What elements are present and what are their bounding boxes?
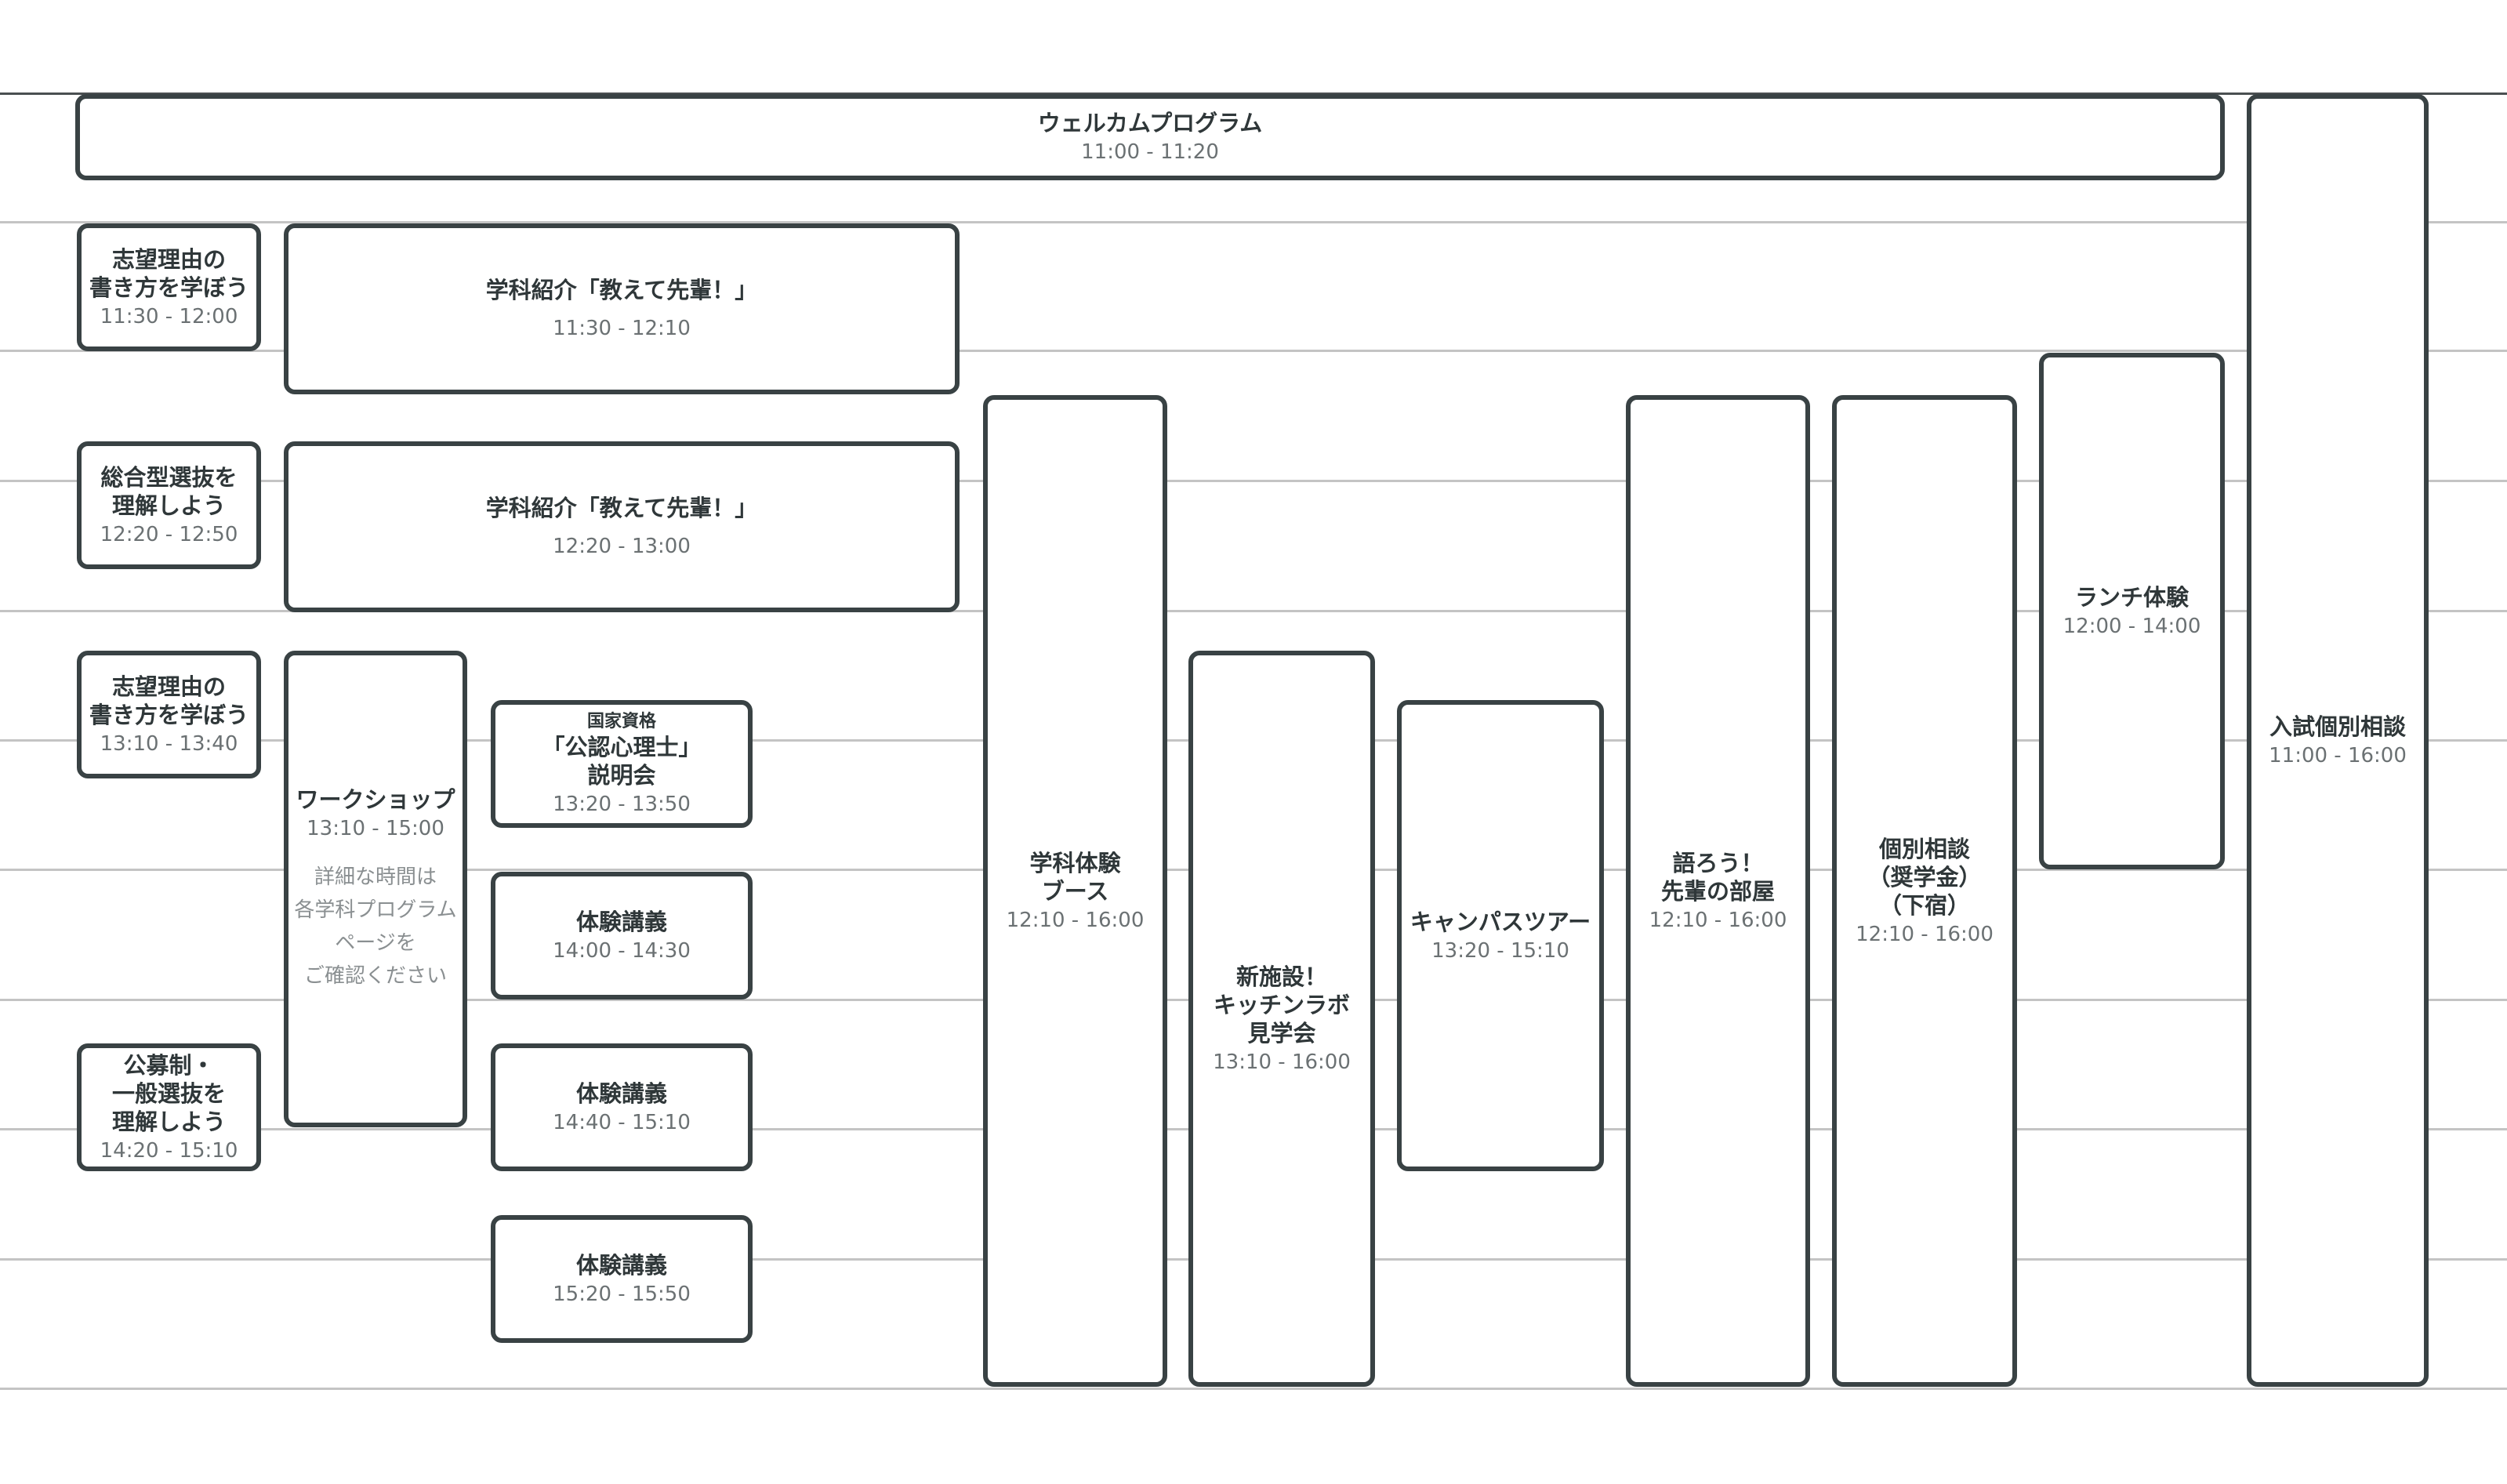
- event-title: 志望理由の 書き方を学ぼう: [89, 673, 249, 728]
- event-title: 語ろう！ 先輩の部屋: [1660, 849, 1775, 905]
- event-time: 11:30 - 12:00: [100, 304, 238, 328]
- event-title: 体験講義: [575, 1079, 667, 1107]
- event-time: 11:00 - 11:20: [1081, 140, 1219, 164]
- event-gakka-shoukai-1[interactable]: 学科紹介「教えて先輩！」 11:30 - 12:10: [284, 223, 960, 394]
- event-title: ランチ体験: [2074, 583, 2189, 611]
- event-title: 志望理由の 書き方を学ぼう: [89, 245, 249, 301]
- event-time: 12:20 - 12:50: [100, 522, 238, 546]
- event-time: 12:10 - 16:00: [1856, 922, 1994, 946]
- event-shibou-riyuu-2[interactable]: 志望理由の 書き方を学ぼう 13:10 - 13:40: [77, 651, 261, 778]
- event-taiken-kougi-2[interactable]: 体験講義 14:40 - 15:10: [491, 1043, 753, 1171]
- grid-line: [0, 610, 2507, 612]
- event-time: 15:20 - 15:50: [553, 1282, 691, 1306]
- event-time: 14:20 - 15:10: [100, 1138, 238, 1163]
- event-title: 公募制・ 一般選抜を 理解しよう: [111, 1051, 226, 1135]
- event-gakka-taiken-booth[interactable]: 学科体験 ブース 12:10 - 16:00: [983, 395, 1167, 1387]
- event-title: 個別相談 （奨学金） （下宿）: [1867, 835, 1982, 919]
- event-title: 入試個別相談: [2269, 713, 2406, 740]
- event-time: 13:20 - 13:50: [553, 792, 691, 816]
- event-title: 体験講義: [575, 908, 667, 935]
- event-welcome-program[interactable]: ウェルカムプログラム 11:00 - 11:20: [75, 94, 2225, 180]
- grid-line: [0, 221, 2507, 223]
- event-kobetsu-soudan[interactable]: 個別相談 （奨学金） （下宿） 12:10 - 16:00: [1832, 395, 2017, 1387]
- event-title: キャンパスツアー: [1410, 908, 1591, 935]
- event-time: 14:00 - 14:30: [553, 938, 691, 963]
- grid-line: [0, 480, 2507, 482]
- event-taiken-kougi-1[interactable]: 体験講義 14:00 - 14:30: [491, 872, 753, 1000]
- event-kitchen-lab[interactable]: 新施設！ キッチンラボ 見学会 13:10 - 16:00: [1188, 651, 1375, 1387]
- event-lunch-taiken[interactable]: ランチ体験 12:00 - 14:00: [2039, 353, 2225, 869]
- event-time: 12:10 - 16:00: [1649, 908, 1787, 932]
- event-title: 体験講義: [575, 1251, 667, 1279]
- event-pretitle: 国家資格: [586, 711, 656, 731]
- event-shibou-riyuu-1[interactable]: 志望理由の 書き方を学ぼう 11:30 - 12:00: [77, 223, 261, 351]
- event-time: 14:40 - 15:10: [553, 1110, 691, 1134]
- grid-line: [0, 93, 2507, 95]
- event-title: 学科紹介「教えて先輩！」: [485, 495, 758, 521]
- event-title: ウェルカムプログラム: [1037, 110, 1263, 136]
- event-time: 11:00 - 16:00: [2269, 743, 2407, 767]
- event-campus-tour[interactable]: キャンパスツアー 13:20 - 15:10: [1397, 700, 1604, 1171]
- event-sougougata[interactable]: 総合型選抜を 理解しよう 12:20 - 12:50: [77, 441, 261, 569]
- event-time: 11:30 - 12:10: [553, 317, 691, 340]
- event-senpai-room[interactable]: 語ろう！ 先輩の部屋 12:10 - 16:00: [1626, 395, 1810, 1387]
- event-time: 12:10 - 16:00: [1006, 908, 1145, 932]
- event-title: 新施設！ キッチンラボ 見学会: [1213, 963, 1350, 1047]
- event-kounin-shinrishi[interactable]: 国家資格 「公認心理士」 説明会 13:20 - 13:50: [491, 700, 753, 828]
- event-taiken-kougi-3[interactable]: 体験講義 15:20 - 15:50: [491, 1215, 753, 1343]
- grid-line: [0, 350, 2507, 352]
- event-time: 13:10 - 16:00: [1213, 1050, 1351, 1074]
- event-time: 13:20 - 15:10: [1431, 938, 1569, 963]
- event-title: 総合型選抜を 理解しよう: [100, 463, 238, 519]
- event-title: 「公認心理士」 説明会: [542, 733, 702, 789]
- event-koubosei[interactable]: 公募制・ 一般選抜を 理解しよう 14:20 - 15:10: [77, 1043, 261, 1171]
- event-title: 学科紹介「教えて先輩！」: [485, 277, 758, 303]
- event-time: 12:00 - 14:00: [2063, 614, 2201, 638]
- event-time: 13:10 - 15:00: [307, 817, 444, 840]
- event-gakka-shoukai-2[interactable]: 学科紹介「教えて先輩！」 12:20 - 13:00: [284, 441, 960, 612]
- event-workshop[interactable]: ワークショップ 13:10 - 15:00 詳細な時間は 各学科プログラム ペー…: [284, 651, 467, 1127]
- event-title: ワークショップ: [296, 786, 455, 813]
- event-time: 12:20 - 13:00: [553, 535, 691, 558]
- event-time: 13:10 - 13:40: [100, 731, 238, 756]
- event-nyushi-kobetsu-soudan[interactable]: 入試個別相談 11:00 - 16:00: [2247, 94, 2429, 1387]
- event-title: 学科体験 ブース: [1029, 849, 1121, 905]
- grid-line: [0, 1388, 2507, 1390]
- event-note: 詳細な時間は 各学科プログラム ページを ご確認ください: [294, 865, 457, 988]
